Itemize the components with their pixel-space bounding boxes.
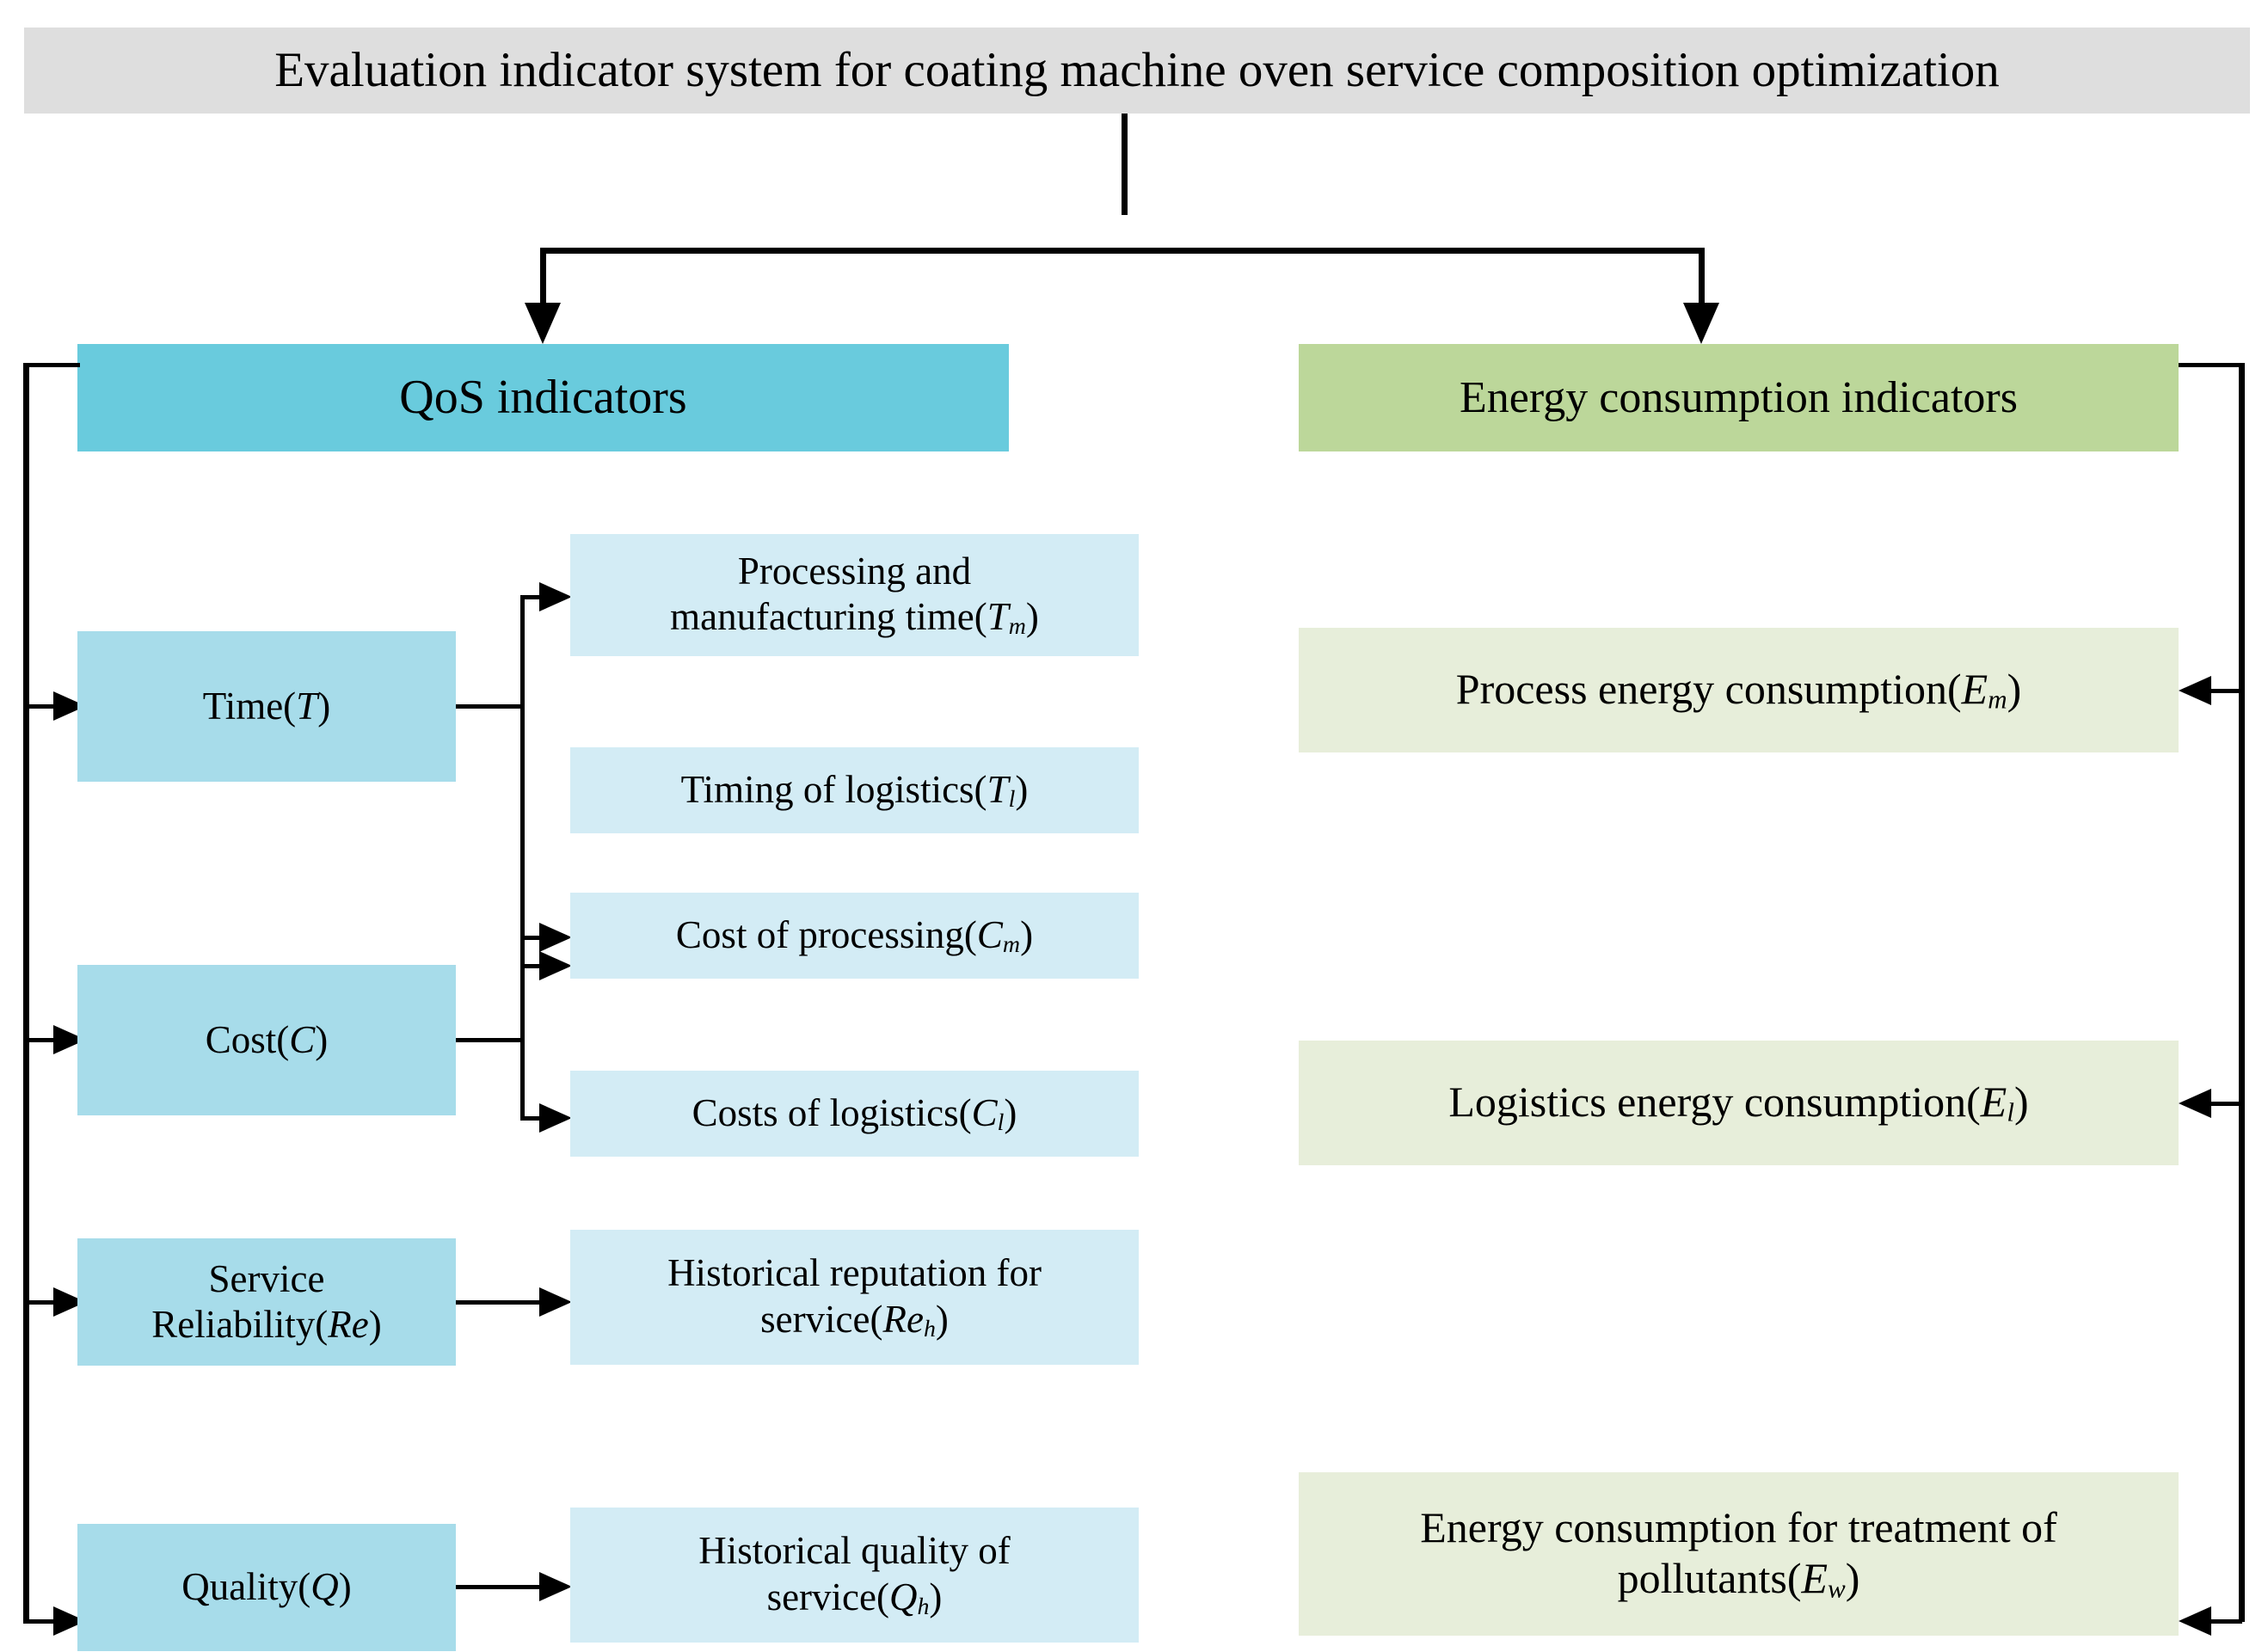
arrow-down-to-qos-icon xyxy=(525,303,561,344)
qos-branch-line-reliability xyxy=(23,1300,59,1305)
energy-leaf-em-label: Process energy consumption(Em) xyxy=(1455,665,2022,715)
energy-branch-line-el xyxy=(2211,1102,2242,1106)
energy-spine-top-stub xyxy=(2179,363,2245,367)
qos-spine-top-stub xyxy=(23,363,80,367)
arrow-left-to-el-icon xyxy=(2179,1089,2211,1118)
cost-to-cm-line xyxy=(520,936,546,940)
arrow-right-to-cl-icon xyxy=(539,1103,572,1133)
arrow-right-to-reh-icon xyxy=(539,1287,572,1317)
qos-spine-vertical xyxy=(23,363,29,1622)
time-split-stub xyxy=(456,704,525,709)
qos-parent-reliability-label: Service Reliability(Re) xyxy=(151,1256,382,1346)
root-stem-line xyxy=(1122,114,1128,215)
qos-parent-cost-label: Cost(C) xyxy=(205,1017,329,1061)
qos-parent-time-label: Time(T) xyxy=(202,684,331,728)
category-header-energy: Energy consumption indicators xyxy=(1299,344,2179,451)
arrow-left-to-em-icon xyxy=(2179,676,2211,705)
qos-leaf-timing-of-logistics: Timing of logistics(Tl) xyxy=(570,747,1139,833)
arrow-right-to-cm-icon xyxy=(539,923,572,952)
quality-to-qh-line xyxy=(456,1585,546,1589)
root-title-box: Evaluation indicator system for coating … xyxy=(24,28,2250,114)
qos-leaf-qh-label: Historical quality of service(Qh) xyxy=(698,1529,1011,1620)
energy-leaf-ew-label: Energy consumption for treatment of poll… xyxy=(1420,1503,2057,1604)
cost-to-cl-line xyxy=(520,1116,546,1121)
arrow-right-to-tm-icon xyxy=(539,582,572,611)
cost-split-vertical xyxy=(520,936,525,1121)
qos-leaf-tm-label: Processing and manufacturing time(Tm) xyxy=(670,549,1039,641)
qos-branch-line-time xyxy=(23,704,59,709)
qos-leaf-processing-manufacturing-time: Processing and manufacturing time(Tm) xyxy=(570,534,1139,656)
arrow-right-to-tl-icon xyxy=(539,951,572,980)
energy-leaf-energy-consumption-treatment-pollutants: Energy consumption for treatment of poll… xyxy=(1299,1472,2179,1636)
root-to-qos-line xyxy=(540,248,546,318)
qos-leaf-reh-label: Historical reputation for service(Reh) xyxy=(667,1251,1042,1342)
qos-leaf-cl-label: Costs of logistics(Cl) xyxy=(691,1090,1017,1136)
qos-branch-line-quality xyxy=(23,1619,59,1624)
qos-leaf-cost-of-processing: Cost of processing(Cm) xyxy=(570,893,1139,979)
qos-leaf-historical-quality-of-service: Historical quality of service(Qh) xyxy=(570,1508,1139,1643)
qos-leaf-costs-of-logistics: Costs of logistics(Cl) xyxy=(570,1071,1139,1157)
qos-leaf-historical-reputation-for-service: Historical reputation for service(Reh) xyxy=(570,1230,1139,1365)
energy-branch-line-ew xyxy=(2211,1619,2242,1624)
time-split-vertical xyxy=(520,595,525,968)
arrow-right-to-qh-icon xyxy=(539,1572,572,1601)
qos-parent-cost: Cost(C) xyxy=(77,965,456,1115)
energy-branch-line-em xyxy=(2211,689,2242,693)
category-header-qos: QoS indicators xyxy=(77,344,1009,451)
cost-split-stub xyxy=(456,1038,525,1042)
root-split-bar xyxy=(540,248,1705,254)
reliability-to-reh-line xyxy=(456,1300,546,1305)
qos-parent-quality: Quality(Q) xyxy=(77,1524,456,1651)
energy-leaf-logistics-energy-consumption: Logistics energy consumption(El) xyxy=(1299,1041,2179,1165)
qos-leaf-cm-label: Cost of processing(Cm) xyxy=(675,912,1034,958)
time-to-tm-line xyxy=(520,595,546,599)
qos-parent-quality-label: Quality(Q) xyxy=(181,1565,352,1609)
arrow-left-to-ew-icon xyxy=(2179,1606,2211,1636)
energy-spine-vertical xyxy=(2239,363,2245,1622)
qos-parent-time: Time(T) xyxy=(77,631,456,782)
qos-parent-reliability: Service Reliability(Re) xyxy=(77,1238,456,1366)
root-to-energy-line xyxy=(1699,248,1705,318)
energy-leaf-el-label: Logistics energy consumption(El) xyxy=(1448,1078,2029,1127)
qos-leaf-tl-label: Timing of logistics(Tl) xyxy=(680,767,1029,813)
time-to-tl-line xyxy=(520,964,546,968)
qos-branch-line-cost xyxy=(23,1038,59,1042)
arrow-down-to-energy-icon xyxy=(1683,303,1719,344)
energy-leaf-process-energy-consumption: Process energy consumption(Em) xyxy=(1299,628,2179,752)
